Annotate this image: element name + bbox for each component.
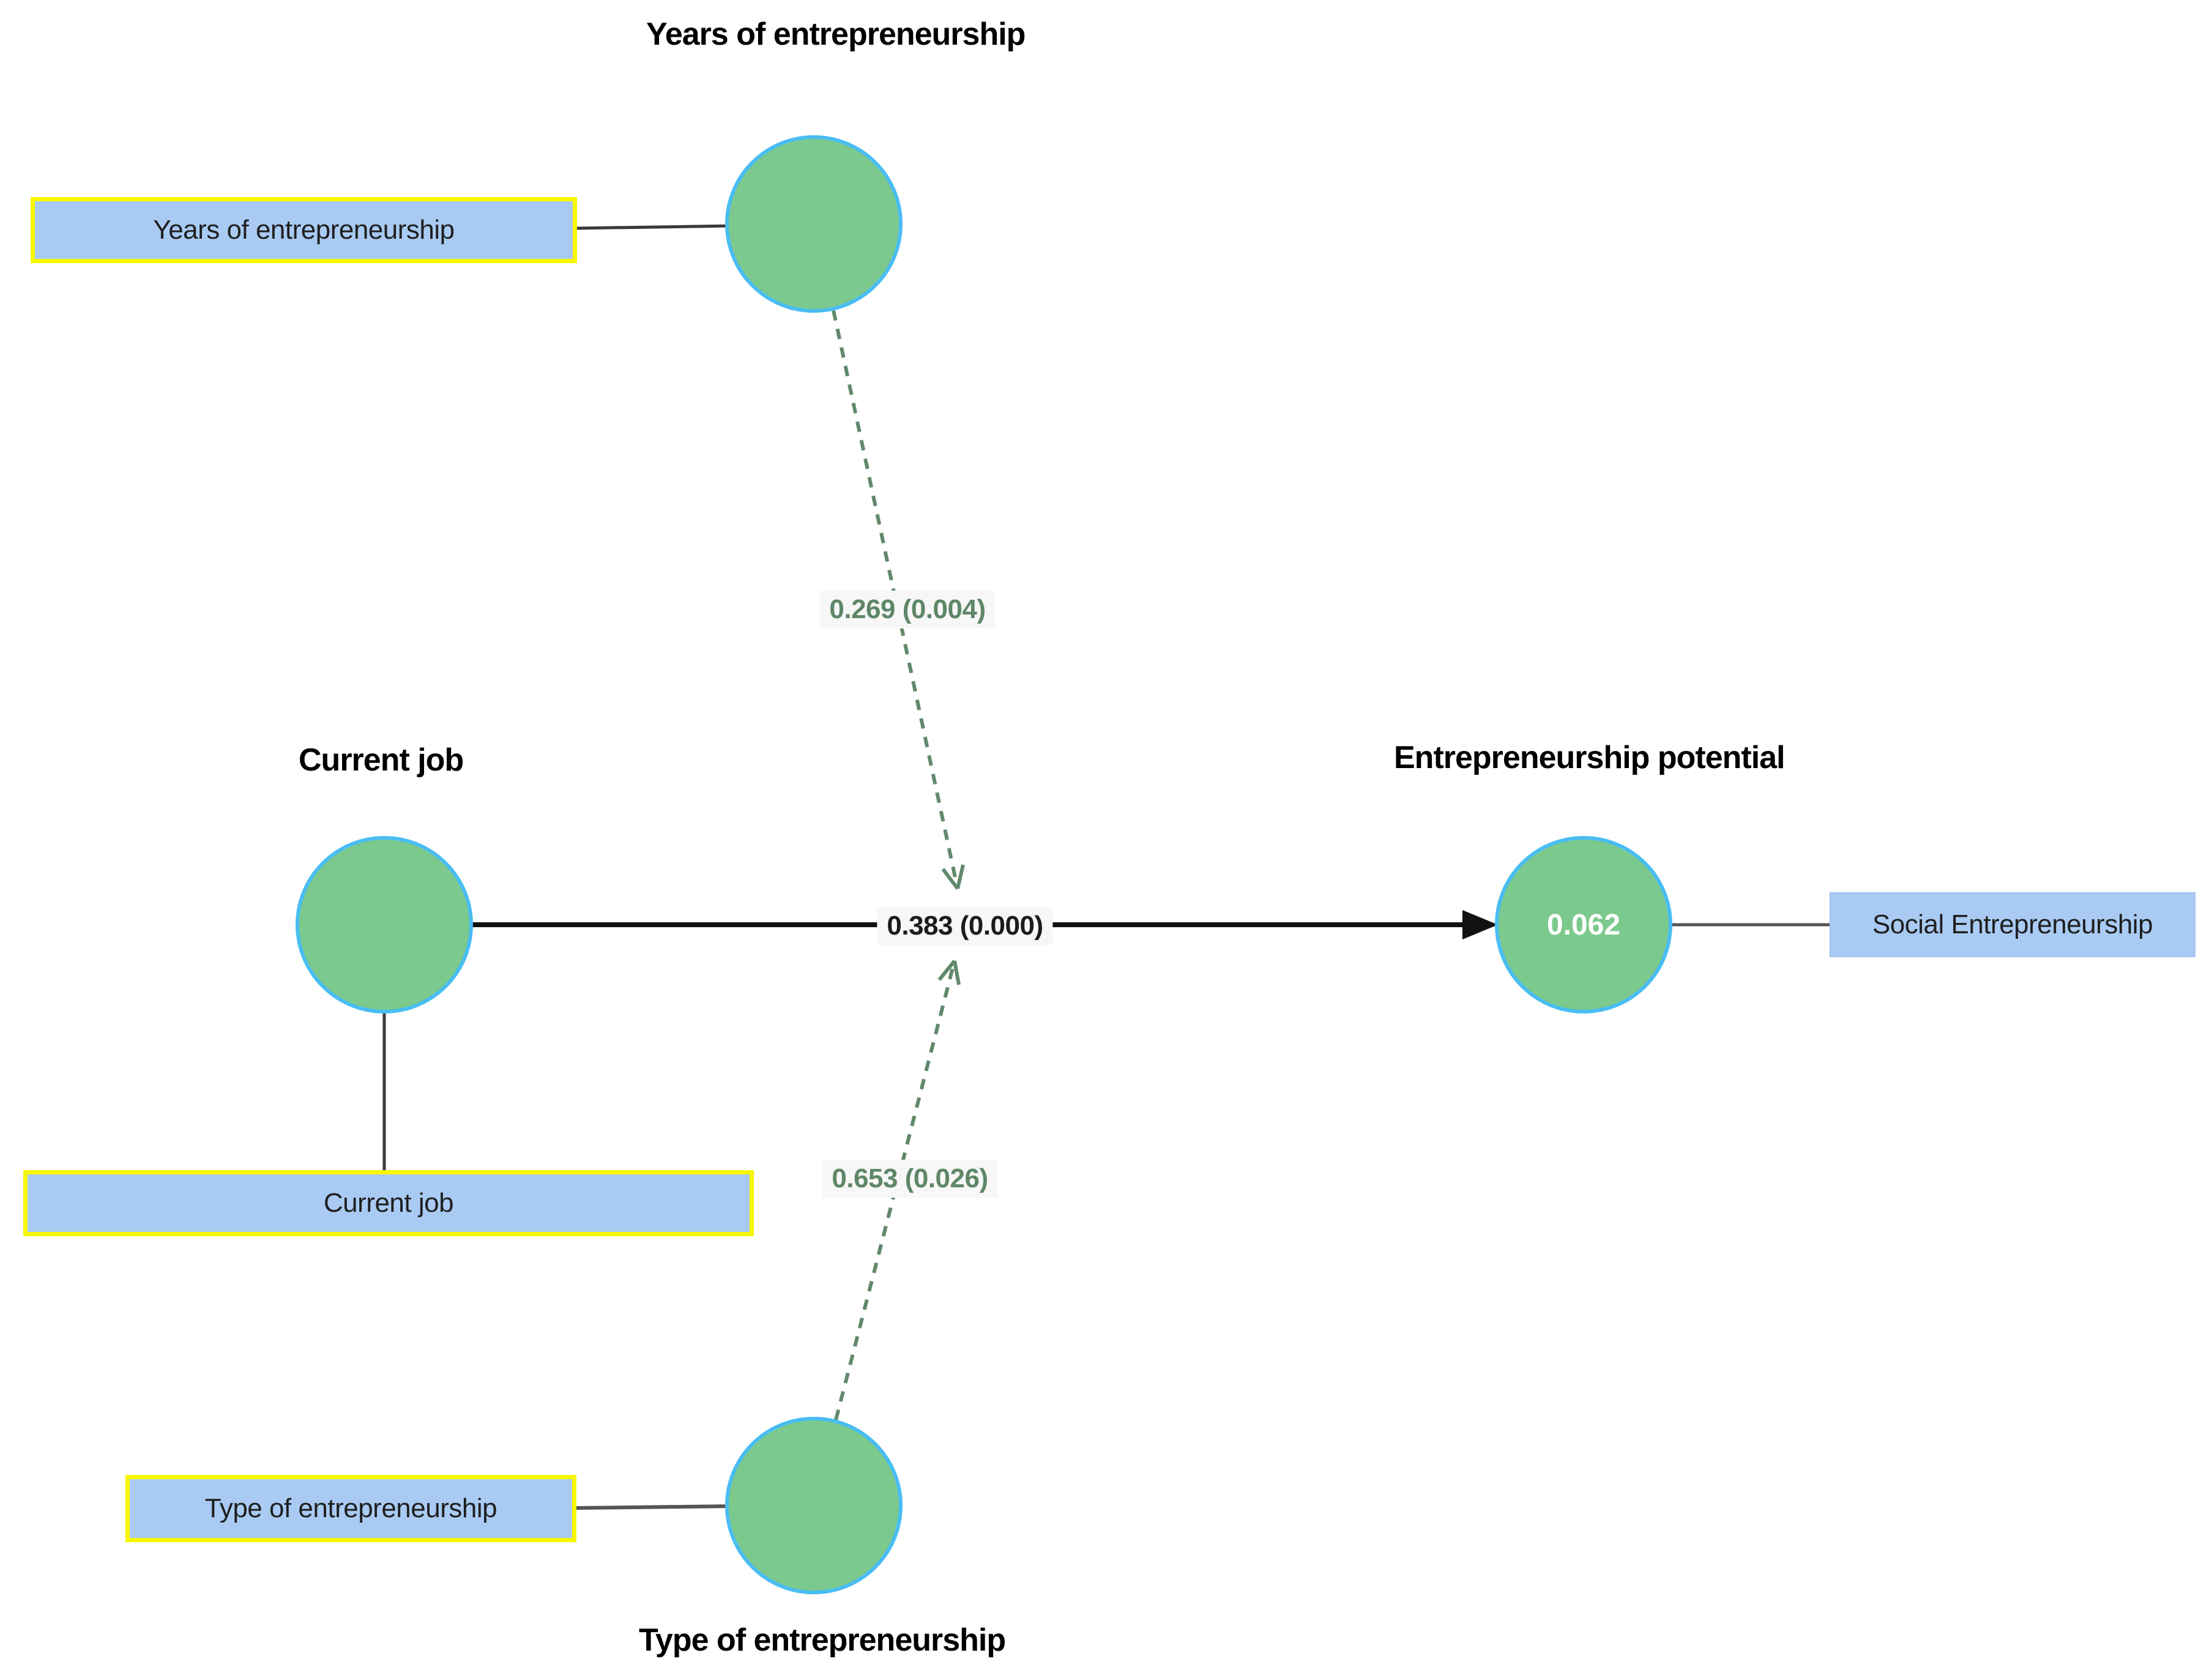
latent-circle-type-of-entrepreneurship[interactable] xyxy=(725,1417,903,1594)
path-years-moderation[interactable] xyxy=(832,310,959,889)
coefficient-label-years-moderation[interactable]: 0.269 (0.004) xyxy=(819,591,996,629)
indicator-box-current-job[interactable]: Current job xyxy=(23,1170,754,1236)
latent-circle-years-of-entrepreneurship[interactable] xyxy=(725,135,903,313)
arrowhead-type-moderation-arm1 xyxy=(937,960,956,981)
title-years-of-entrepreneurship: Years of entrepreneurship xyxy=(646,17,1026,52)
connector-type-box-to-circle xyxy=(575,1504,732,1510)
latent-circle-entrepreneurship-potential[interactable]: 0.062 xyxy=(1495,836,1672,1013)
arrowhead-currentjob-to-potential xyxy=(1462,910,1498,939)
title-current-job: Current job xyxy=(299,742,464,778)
r-squared-value: 0.062 xyxy=(1546,908,1621,941)
connector-years-box-to-circle xyxy=(575,224,732,230)
indicator-box-years-of-entrepreneurship[interactable]: Years of entrepreneurship xyxy=(31,197,577,263)
latent-circle-current-job[interactable] xyxy=(296,836,473,1013)
arrowhead-years-moderation-arm1 xyxy=(956,864,965,889)
indicator-box-type-of-entrepreneurship[interactable]: Type of entrepreneurship xyxy=(125,1475,576,1542)
title-entrepreneurship-potential: Entrepreneurship potential xyxy=(1394,740,1786,775)
title-type-of-entrepreneurship: Type of entrepreneurship xyxy=(639,1622,1006,1658)
arrowhead-type-moderation-arm2 xyxy=(953,960,961,985)
coefficient-label-currentjob-to-potential[interactable]: 0.383 (0.000) xyxy=(877,907,1053,945)
coefficient-label-type-moderation[interactable]: 0.653 (0.026) xyxy=(822,1160,998,1198)
arrowhead-years-moderation-arm2 xyxy=(941,868,959,890)
indicator-box-social-entrepreneurship[interactable]: Social Entrepreneurship xyxy=(1830,892,2195,957)
